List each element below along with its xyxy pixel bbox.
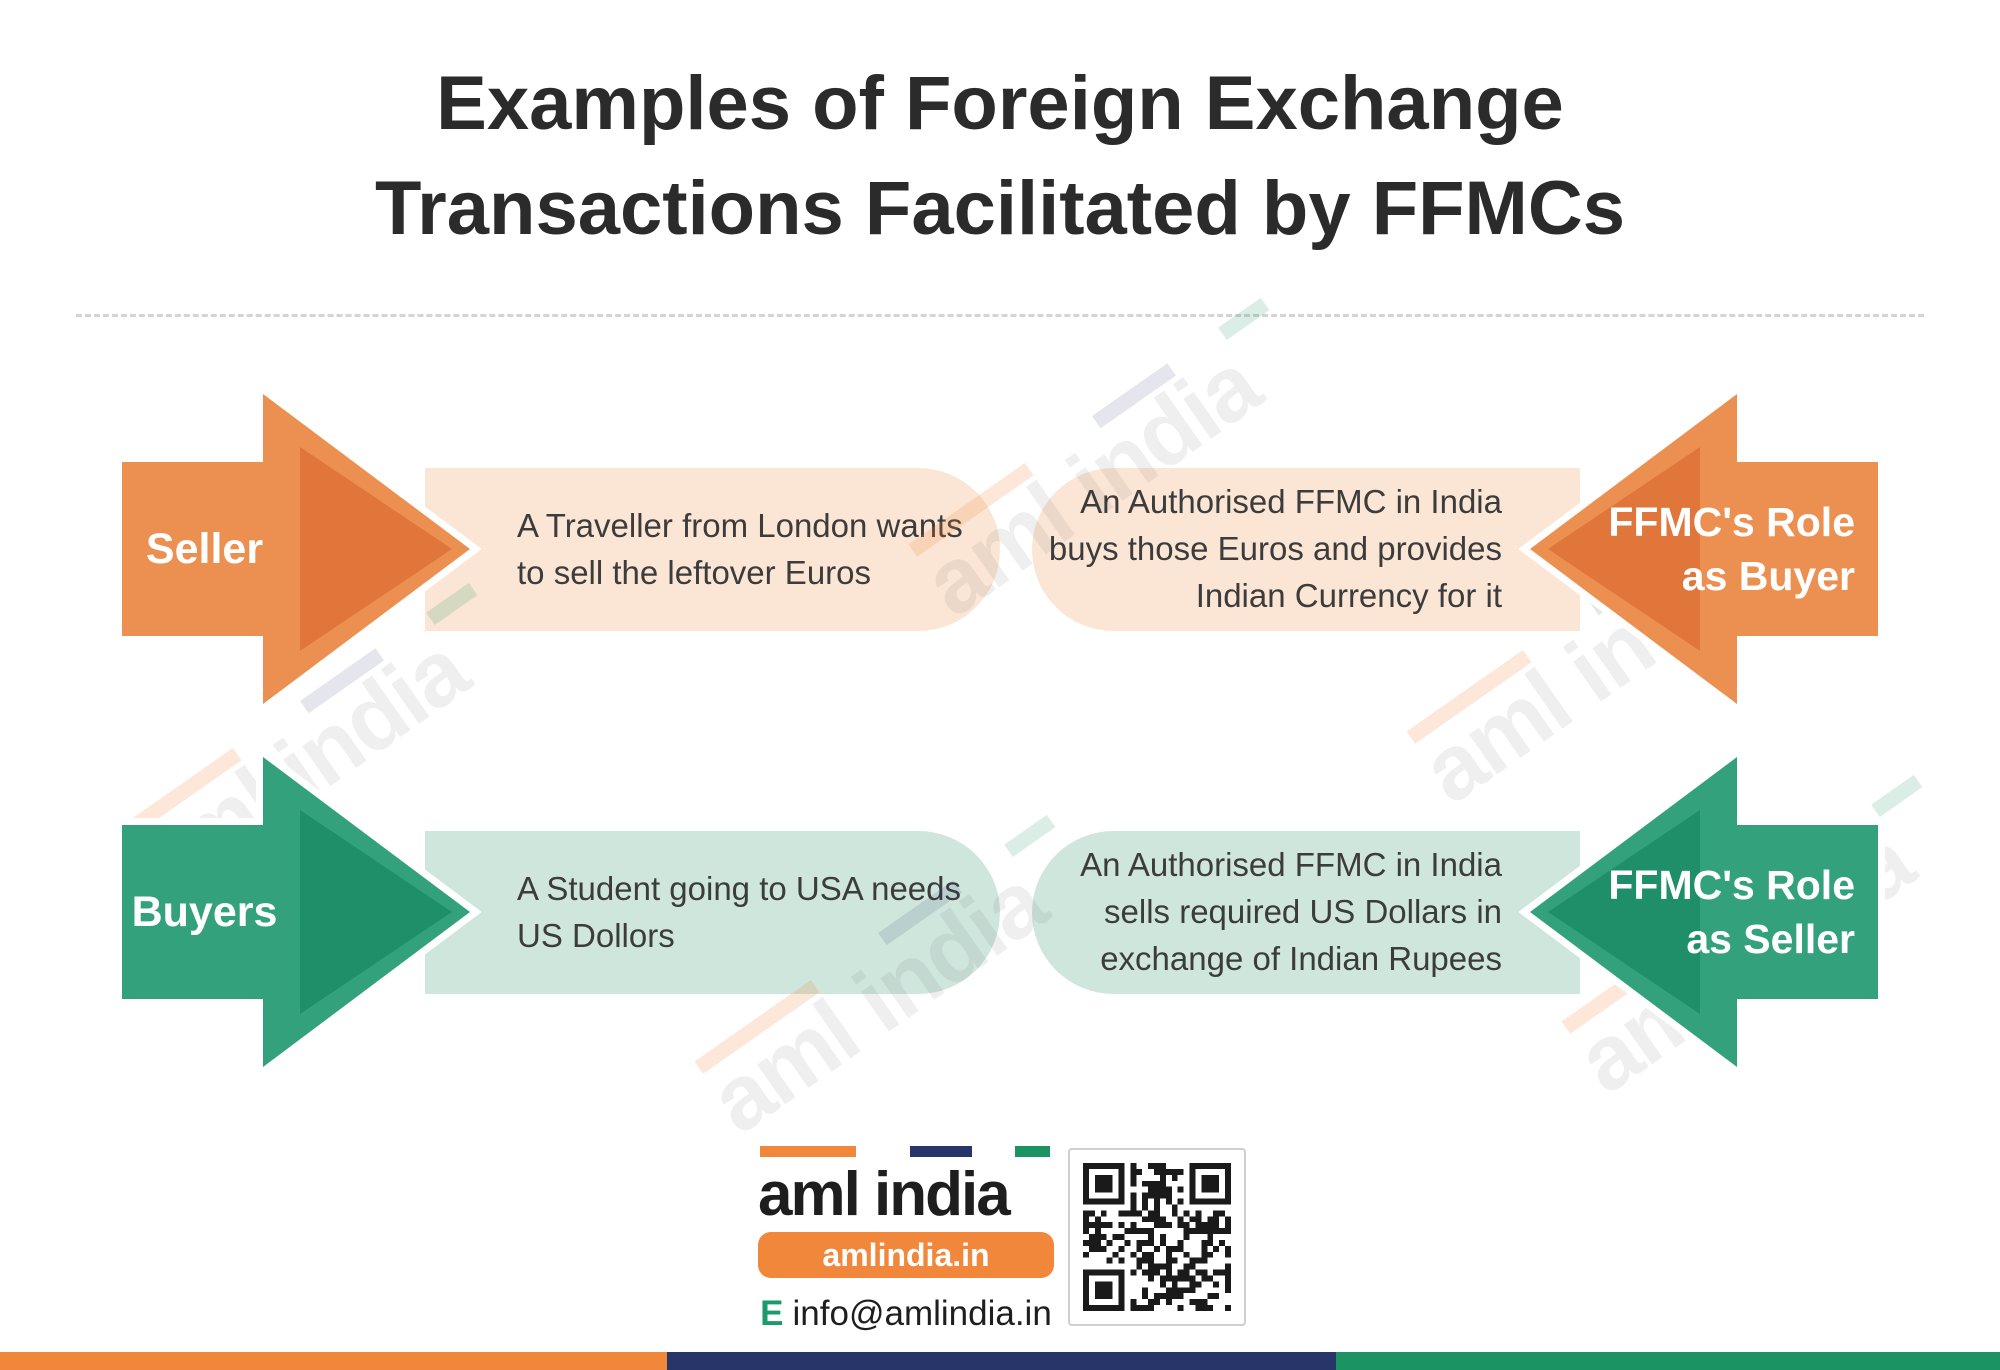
logo-text: aml india bbox=[758, 1160, 1011, 1229]
dashed-divider bbox=[76, 314, 1924, 317]
ffmc-role-seller-label: FFMC's Role as Seller bbox=[1545, 825, 1855, 999]
aml-india-logo: aml india bbox=[758, 1146, 1054, 1230]
seller-step-box: A Traveller from London wants to sell th… bbox=[425, 468, 1000, 631]
title-line-1: Examples of Foreign Exchange bbox=[436, 61, 1564, 146]
role-label-line: FFMC's Role bbox=[1608, 498, 1855, 545]
step-text-line: An Authorised FFMC in India bbox=[1080, 846, 1502, 884]
logo-bar-orange bbox=[760, 1146, 856, 1157]
step-text-line: US Dollors bbox=[517, 916, 675, 954]
email-address: info@amlindia.in bbox=[792, 1294, 1052, 1333]
step-text-line: A Traveller from London wants bbox=[517, 506, 963, 544]
footer-bar-navy bbox=[667, 1352, 1336, 1370]
ffmc-seller-step-box: An Authorised FFMC in India sells requir… bbox=[1032, 831, 1580, 994]
footer-tricolor-bar bbox=[0, 1352, 2000, 1370]
role-label-line: FFMC's Role bbox=[1608, 861, 1855, 908]
seller-arrow-label: Seller bbox=[145, 524, 264, 573]
ffmc-role-buyer-label: FFMC's Role as Buyer bbox=[1545, 462, 1855, 636]
footer-bar-green bbox=[1336, 1352, 2000, 1370]
qr-code bbox=[1068, 1148, 1246, 1326]
buyer-step-box: A Student going to USA needs US Dollors bbox=[425, 831, 1000, 994]
step-text-line: Indian Currency for it bbox=[1195, 576, 1502, 614]
step-text-line: sells required US Dollars in bbox=[1104, 893, 1502, 931]
role-label-line: as Seller bbox=[1686, 916, 1855, 962]
logo-bar-navy bbox=[910, 1146, 972, 1157]
page-title: Examples of Foreign Exchange Transaction… bbox=[0, 52, 2000, 262]
role-label-line: as Buyer bbox=[1681, 553, 1855, 599]
buyers-arrow-label: Buyers bbox=[131, 887, 278, 936]
ffmc-buyer-step-box: An Authorised FFMC in India buys those E… bbox=[1032, 468, 1580, 631]
step-text-line: An Authorised FFMC in India bbox=[1080, 483, 1502, 521]
title-line-2: Transactions Facilitated by FFMCs bbox=[374, 165, 1626, 251]
step-text-line: to sell the leftover Euros bbox=[517, 553, 872, 591]
email-label: E bbox=[760, 1294, 784, 1333]
step-text-line: A Student going to USA needs bbox=[517, 869, 962, 907]
website-link[interactable]: amlindia.in bbox=[758, 1232, 1054, 1278]
footer-bar-orange bbox=[0, 1352, 667, 1370]
step-text-line: buys those Euros and provides bbox=[1048, 530, 1502, 568]
logo-bar-green bbox=[1015, 1146, 1050, 1157]
step-text-line: exchange of Indian Rupees bbox=[1100, 939, 1502, 977]
